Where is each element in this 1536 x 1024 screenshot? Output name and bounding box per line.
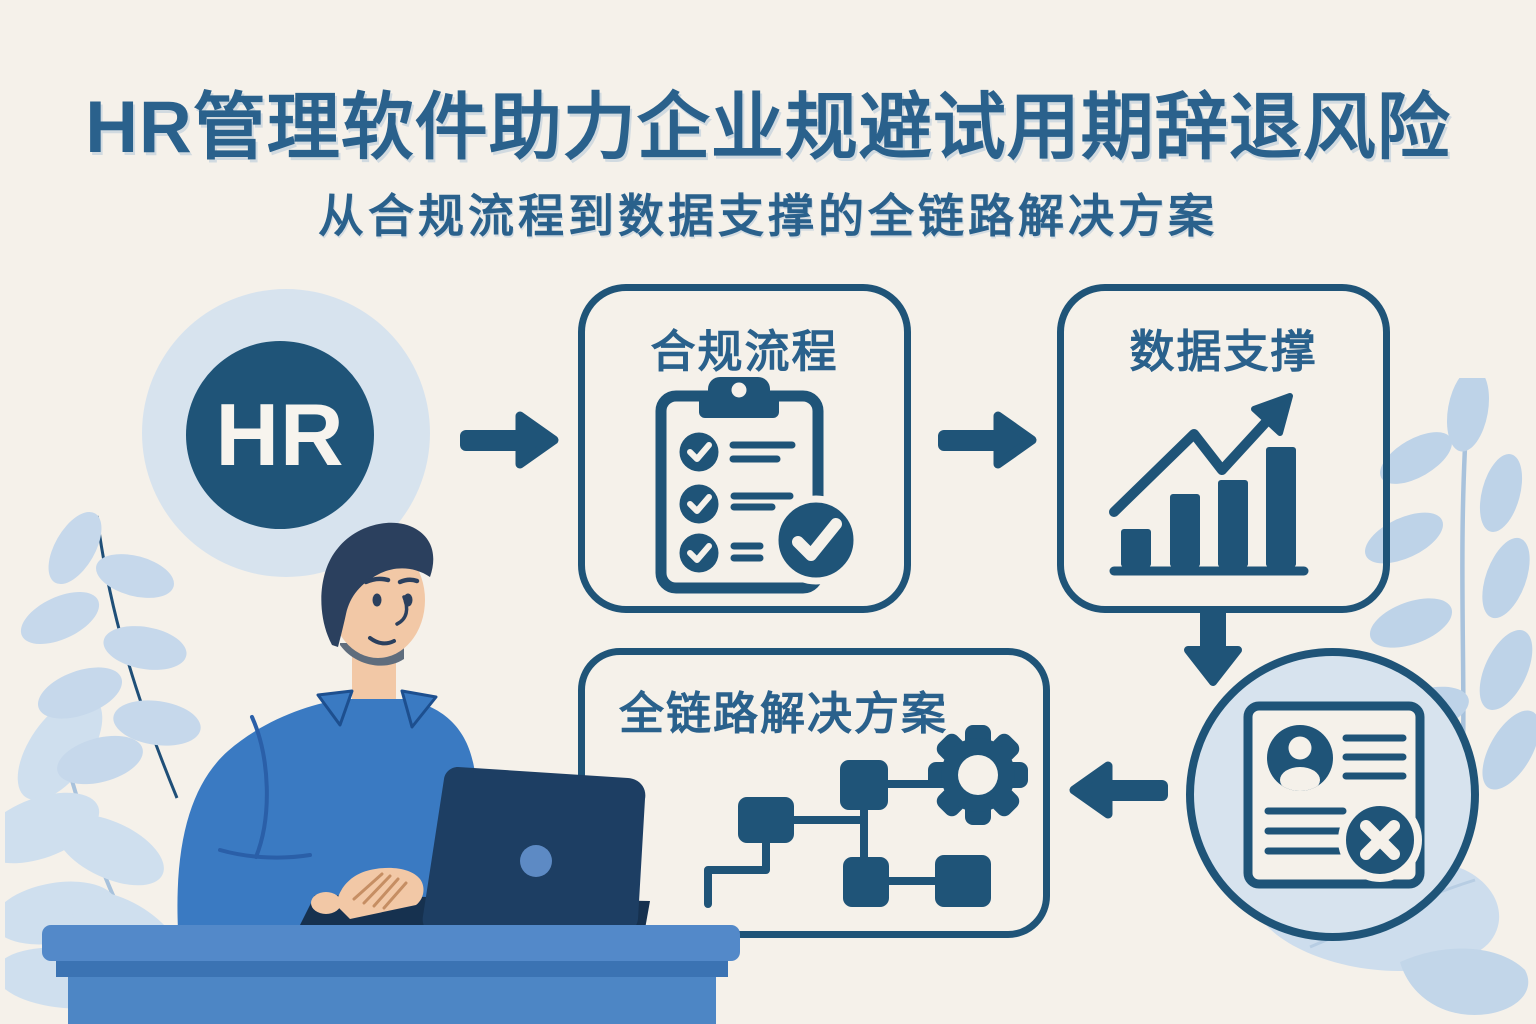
clipboard-checklist-icon: [655, 377, 860, 594]
hr-badge: HR: [186, 341, 374, 529]
poster-title: HR管理软件助力企业规避试用期辞退风险: [85, 87, 1451, 168]
flowchart-gear-icon: [704, 725, 1028, 908]
right-plant-decoration: [1365, 378, 1536, 794]
person-hand: [336, 867, 424, 919]
step-box-compliance: 合规流程: [578, 284, 911, 613]
arrow-left-icon: [1069, 761, 1168, 819]
left-plant-decoration: [5, 511, 201, 1009]
person-hair: [321, 522, 434, 647]
poster-subtitle: 从合规流程到数据支撑的全链路解决方案: [318, 190, 1218, 242]
hr-badge-label: HR: [215, 385, 345, 484]
step-box-data: 数据支撑: [1057, 284, 1390, 613]
step-label-data: 数据支撑: [1129, 326, 1318, 377]
desk-top: [42, 925, 740, 961]
step-label-solution: 全链路解决方案: [619, 688, 949, 739]
arrow-right-icon: [460, 411, 559, 469]
hr-person-illustration: [42, 522, 740, 1024]
step-label-compliance: 合规流程: [650, 326, 839, 377]
growth-bar-chart-icon: [1109, 393, 1309, 576]
arrow-down-icon: [1184, 606, 1242, 686]
desk-body: [68, 977, 716, 1024]
arrow-right-icon: [938, 411, 1037, 469]
desk-stripe: [56, 961, 728, 977]
employee-record-node: [1186, 648, 1479, 941]
laptop-logo: [520, 845, 552, 877]
employee-record-dismissal-icon: [1243, 701, 1425, 889]
